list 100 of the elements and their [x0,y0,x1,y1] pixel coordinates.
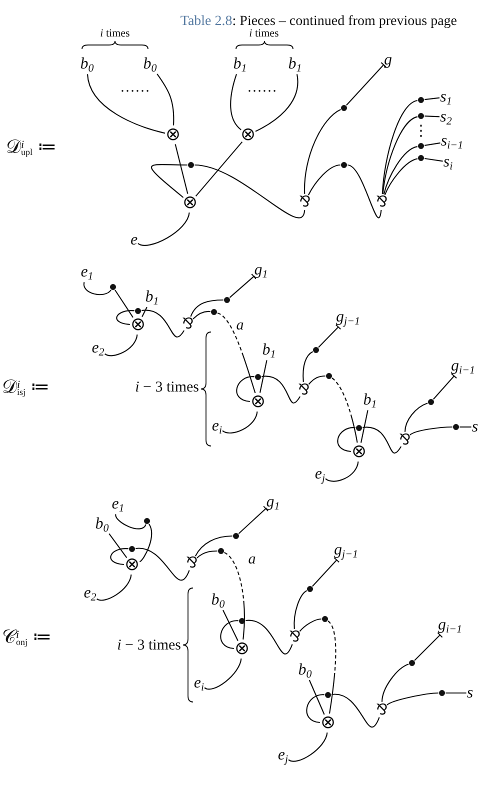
wire [83,282,112,296]
wire [108,533,128,558]
wire [238,506,269,534]
wire [222,610,238,641]
wire-label: s$_{i−1}$ [440,131,464,151]
wire [104,334,138,356]
wire-label: g$_{i−1}$ [451,356,475,376]
wire [414,632,443,661]
repetition-label: i − 3 times [135,378,199,398]
par-symbol: ⅋ [186,556,198,570]
wire [230,74,242,130]
wire [386,692,438,706]
wire [174,144,188,194]
wire [382,100,418,194]
wire [151,164,188,198]
wire-label: g$_{j−1}$ [334,540,358,560]
wire [312,557,340,587]
wire [384,158,418,196]
wire [332,694,380,728]
wire [383,146,418,194]
wire [115,514,146,530]
wire-label: b$_{1}$ [145,287,159,307]
wire [114,290,134,318]
wire [306,694,324,724]
wire [304,109,341,194]
wire-label: b$_{1}$ [233,54,247,74]
wire [194,535,232,556]
wire-label: s$_{2}$ [440,107,452,127]
wire [302,351,314,382]
wire [362,426,402,454]
wire-label: e$_{1}$ [80,262,94,282]
wire-label: b$_{1}$ [363,390,377,410]
definition-label: 𝒟$^{i}$$_{isj}$ ≔ [2,376,50,400]
repetition-label: i times [100,28,130,40]
wire [96,574,132,601]
wire-label: e$_{i}$ [212,416,222,436]
wire [337,427,356,452]
par-symbol: ⅋ [299,194,311,210]
wire-label: b$_{1}$ [288,54,302,74]
ellipsis: …… [120,80,150,96]
par-symbol: ⅋ [182,316,194,332]
wire [142,306,148,317]
wire-label: b$_{0}$ [95,514,109,534]
tensor-symbol: ⊗ [351,443,367,461]
tensor-symbol: ⊗ [240,126,256,144]
dashed-wire [217,312,256,394]
wire [194,164,306,218]
wire [236,376,254,402]
definition-label: 𝒟$^{i}$$_{upl}$ ≔ [6,136,56,160]
wire [138,212,190,246]
wire-label: g$_{1}$ [266,492,280,512]
wire [294,590,308,629]
wire [382,116,418,194]
par-symbol: ⅋ [289,630,301,644]
wire [222,411,258,434]
wire [220,620,238,650]
wire-label: b$_{0}$ [211,590,225,610]
par-symbol: ⅋ [399,432,411,448]
wire [381,664,409,702]
wire [318,324,342,348]
wire [288,732,328,762]
wire [308,375,326,385]
wire-label: b$_{1}$ [262,340,276,360]
vertical-ellipsis: ⋮ [414,124,428,138]
wire [196,550,218,558]
wire [116,310,134,326]
wire [204,658,242,690]
definition-label: 𝒞$^{i}$$_{onj}$ ≔ [2,626,52,650]
repetition-label: i times [249,28,279,40]
wire [86,74,166,134]
wire [424,116,440,118]
wire [229,273,256,298]
wire-label: s [472,417,478,437]
wire [325,462,359,482]
table-caption: Table 2.8: Pieces – continued from previous page [180,13,457,29]
tensor-symbol: ⊗ [124,556,140,574]
wire-label: e$_{j}$ [314,464,326,484]
wire [360,410,368,443]
wire [299,618,322,632]
wire [136,548,190,580]
wire-label: e$_{i}$ [194,673,204,693]
wire-label: e [130,230,138,250]
wire [308,680,325,715]
wire [308,164,340,196]
wire [347,164,382,218]
tensor-symbol: ⊗ [130,316,146,334]
dashed-wire [332,378,358,443]
tensor-symbol: ⊗ [165,126,181,144]
wire-label: g$_{1}$ [254,260,268,280]
tensor-symbol: ⊗ [182,194,198,212]
wire [446,692,466,694]
wire-label: e$_{2}$ [92,338,104,358]
repetition-label: i − 3 times [117,636,181,656]
wire [410,426,452,436]
wire-label: g$_{j−1}$ [336,307,360,327]
wire [195,141,243,197]
par-symbol: ⅋ [376,194,388,210]
wire-label: s$_{1}$ [440,87,452,107]
wire-label: e$_{1}$ [112,494,124,514]
wire-label: b$_{0}$ [80,54,94,74]
